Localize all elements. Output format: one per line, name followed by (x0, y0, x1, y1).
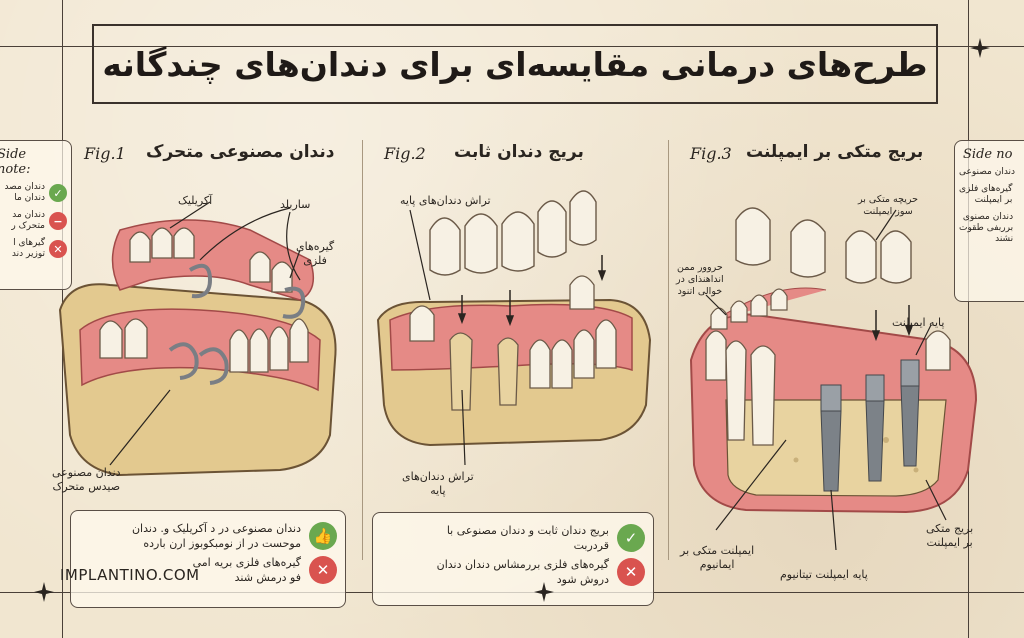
side-note-item: −دندان مد متحرک ر (0, 207, 71, 235)
x-icon: ✕ (49, 240, 67, 258)
label-abutment-bottom: تراش دندان‌های پایه (402, 470, 474, 497)
label-sarband: ساربلد (280, 198, 311, 211)
label-abutment-top: تراش دندان‌های پایه (400, 194, 491, 207)
panel-title-2: بریج دندان ثابت (454, 142, 584, 162)
label-abutment: پایه ایمپلنت (892, 316, 945, 329)
x-icon: ✕ (617, 558, 645, 586)
star-decoration (34, 582, 54, 602)
note-row: ✕ گیره‌های فلزی بریه امی فو درمش شند (79, 555, 337, 585)
frame-line-top (0, 46, 1024, 47)
side-note-right: Side no دندان مصنوعی گیره‌های فلزی بر ای… (954, 140, 1024, 302)
star-decoration (534, 582, 554, 602)
side-note-title: Side no (963, 147, 1013, 162)
removable-denture-illustration (58, 201, 337, 477)
panel-title-1: دندان مصنوعی متحرک (146, 142, 335, 162)
fig-label-2: Fig.2 (384, 144, 426, 163)
note-row: ✕ گیره‌های فلزی بررمشاس دندان دندان دروش… (381, 557, 645, 587)
thumbs-up-icon: 👍 (309, 522, 337, 550)
label-abutment-bottom-3: پایه ایمپلنت تیتانیوم (780, 568, 868, 581)
note-box-2: ✓ بریج دندان ثابت و دندان مصنوعی با قردر… (372, 512, 654, 606)
side-note-title: Side note: (0, 147, 31, 177)
label-bone: حروور ممن انداهنذای در خوالی اتنود (676, 262, 724, 297)
side-note-item: دندان مصنوعی (959, 167, 1016, 177)
label-bridge-right: بریج متکی بر ایمپلنت (926, 522, 974, 549)
star-decoration (970, 38, 990, 58)
label-bridge-top: حریچه متکی بر سوز ایمپلنت (858, 194, 919, 217)
fig-label-1: Fig.1 (84, 144, 126, 163)
side-note-item: گیره‌های فلزی بر ایمپلنت (959, 184, 1013, 205)
check-icon: ✓ (617, 524, 645, 552)
check-icon: ✓ (49, 184, 67, 202)
side-note-left: Side note: ✓دندان مصد دندان ما −دندان مد… (0, 140, 72, 290)
note-row: ✓ بریج دندان ثابت و دندان مصنوعی با قردر… (381, 523, 645, 553)
label-acrylic: آکریلیک (178, 194, 213, 207)
label-implant-left: ایمپلنت متکی بر ایمانیوم (680, 544, 755, 571)
side-note-item: دندان مصنوی برربفی طقوت نشند (959, 212, 1014, 244)
label-clasps: گیره‌های فلزی (296, 240, 335, 267)
minus-icon: − (49, 212, 67, 230)
label-denture: دندان مصنوعی صیدس متحرک (52, 466, 121, 493)
note-row: 👍 دندان مصنوعی در د آکریلیک و. دندان موح… (79, 521, 337, 551)
brand-watermark: IMPLANTINO.COM (60, 566, 200, 584)
side-note-item: ✕گیرهای ا توزیر دند (0, 235, 71, 263)
fig-label-3: Fig.3 (690, 144, 732, 163)
frame-line-right (968, 0, 969, 638)
x-icon: ✕ (309, 556, 337, 584)
panel-divider-2 (668, 140, 669, 560)
implant-bridge-illustration (689, 207, 978, 551)
side-note-item: ✓دندان مصد دندان ما (0, 179, 71, 207)
panel-divider-1 (362, 140, 363, 560)
page-title: طرح‌های درمانی مقایسه‌ای برای دندان‌های … (102, 44, 928, 84)
fixed-bridge-illustration (376, 190, 652, 466)
title-box: طرح‌های درمانی مقایسه‌ای برای دندان‌های … (92, 24, 938, 104)
note-box-1: 👍 دندان مصنوعی در د آکریلیک و. دندان موح… (70, 510, 346, 608)
panel-title-3: بریج متکی بر ایمپلنت (746, 142, 924, 162)
